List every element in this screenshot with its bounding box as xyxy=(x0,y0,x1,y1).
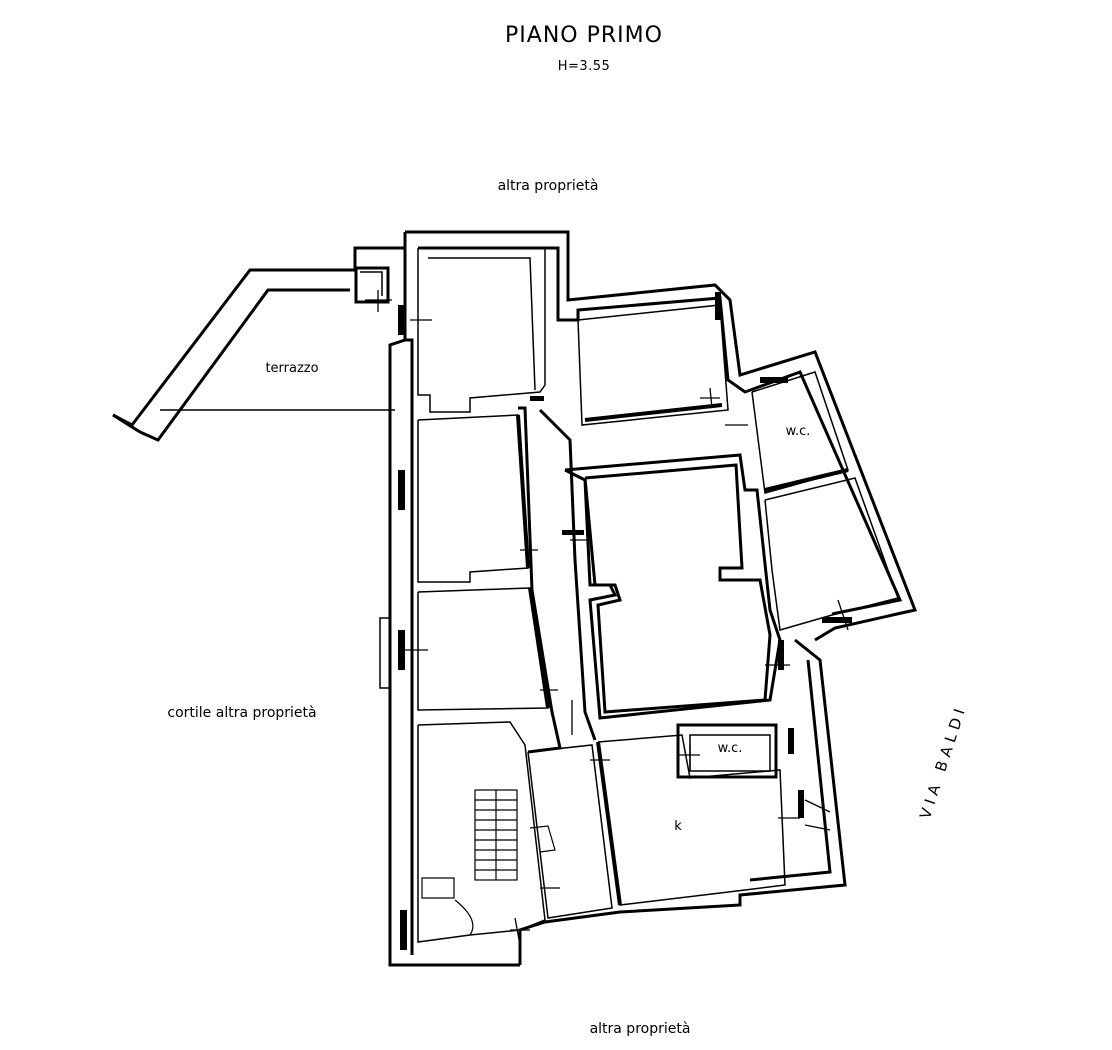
room-west-2 xyxy=(417,414,530,583)
terrace-label: terrazzo xyxy=(265,361,318,376)
door-marks xyxy=(365,290,849,946)
room-wc-upper: w.c. xyxy=(751,371,849,494)
building-outline xyxy=(388,230,918,967)
staircase xyxy=(421,789,556,936)
room-kitchen: k xyxy=(596,734,786,906)
room-north-west xyxy=(417,248,546,413)
wc-upper-label: w.c. xyxy=(786,424,811,439)
west-courtyard-label: cortile altra proprietà xyxy=(167,705,316,721)
plan-title: PIANO PRIMO xyxy=(505,23,663,48)
room-wc-lower: w.c. xyxy=(676,723,778,779)
terrace-area: terrazzo xyxy=(112,246,405,442)
kitchen-label: k xyxy=(674,819,682,834)
room-east xyxy=(764,477,899,631)
room-north-middle xyxy=(577,304,729,426)
plan-height-label: H=3.55 xyxy=(558,59,611,74)
wc-lower-label: w.c. xyxy=(718,741,743,756)
room-south-middle xyxy=(527,744,613,919)
room-stair xyxy=(417,721,546,943)
corridor xyxy=(518,406,597,754)
room-west-3 xyxy=(417,587,550,711)
north-neighbor-label: altra proprietà xyxy=(498,178,599,194)
south-neighbor-label: altra proprietà xyxy=(590,1021,691,1037)
street-label: VIA BALDI xyxy=(916,702,970,821)
windows xyxy=(379,292,852,950)
room-central xyxy=(564,453,782,720)
